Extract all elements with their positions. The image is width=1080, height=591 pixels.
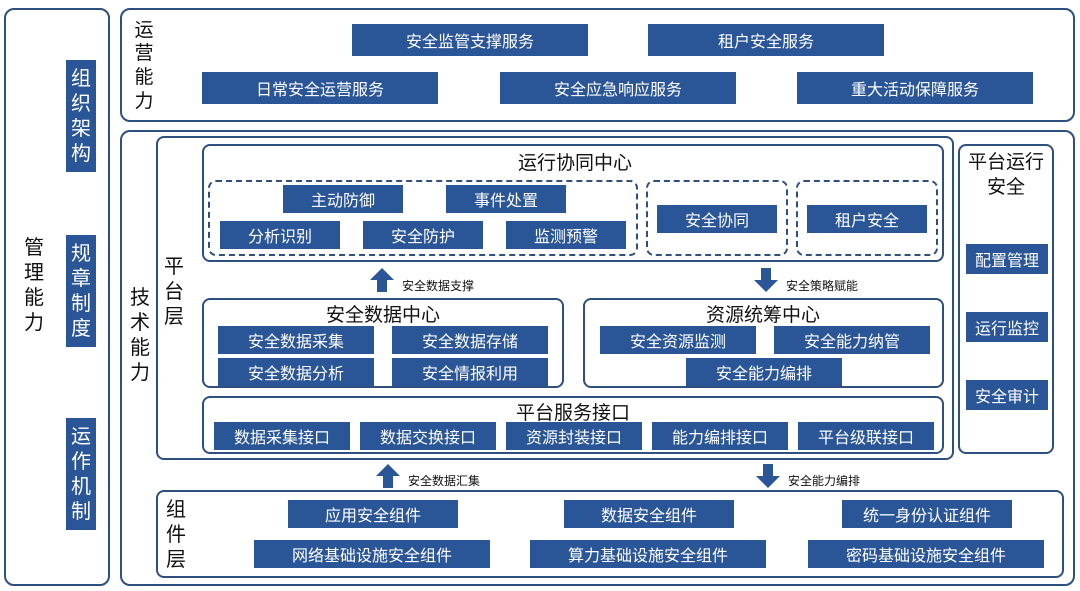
resource-center-title: 资源统筹中心 [705, 304, 820, 326]
service-box: 租户安全服务 [648, 24, 884, 56]
capability-manage-box: 安全能力纳管 [774, 326, 930, 354]
orchestrate-label: 安全能力编排 [788, 474, 861, 488]
data-security-component: 数据安全组件 [564, 500, 734, 528]
data-collect-label: 安全数据汇集 [408, 474, 481, 488]
ops-title: 运 营 能 力 [134, 18, 154, 112]
runtime-monitor-box: 运行监控 [966, 312, 1048, 342]
coordination-group-c [796, 180, 938, 256]
coordination-group-a [208, 180, 638, 256]
management-title: 管 理 能 力 [24, 235, 44, 334]
up-arrow-icon [370, 268, 394, 292]
tech-title: 技 术 能 力 [130, 285, 150, 384]
intel-use-box: 安全情报利用 [392, 358, 548, 386]
component-layer-label: 组 件 层 [166, 496, 186, 571]
service-box: 日常安全运营服务 [202, 72, 438, 104]
security-audit-box: 安全审计 [966, 380, 1048, 410]
identity-component: 统一身份认证组件 [842, 500, 1012, 528]
down-arrow-icon [754, 268, 778, 292]
protection-box: 安全防护 [363, 221, 483, 249]
active-defense-box: 主动防御 [283, 185, 403, 213]
coordination-title: 运行协同中心 [517, 152, 632, 174]
platform-layer-label: 平 台 层 [164, 253, 184, 328]
crypto-infra-component: 密码基础设施安全组件 [808, 540, 1044, 568]
security-collab-box: 安全协同 [657, 205, 777, 233]
interface-box: 数据采集接口 [214, 422, 350, 450]
coordination-group-b [646, 180, 788, 256]
analysis-box: 分析识别 [220, 221, 340, 249]
interface-box: 数据交换接口 [360, 422, 496, 450]
service-box: 重大活动保障服务 [797, 72, 1033, 104]
interface-box: 能力编排接口 [652, 422, 788, 450]
data-collection-box: 安全数据采集 [218, 326, 374, 354]
network-infra-component: 网络基础设施安全组件 [254, 540, 490, 568]
compute-infra-component: 算力基础设施安全组件 [530, 540, 766, 568]
data-support-label: 安全数据支撑 [402, 279, 475, 293]
ops-frame [120, 8, 1075, 122]
resource-monitor-box: 安全资源监测 [600, 326, 756, 354]
capability-orchestrate-box: 安全能力编排 [686, 358, 842, 386]
config-management-box: 配置管理 [966, 244, 1048, 274]
incident-handling-box: 事件处置 [446, 185, 566, 213]
service-box: 安全监管支撑服务 [352, 24, 588, 56]
up-arrow-icon [376, 464, 400, 488]
interface-box: 平台级联接口 [798, 422, 934, 450]
interfaces-title: 平台服务接口 [515, 402, 630, 424]
rules-box: 规 章 制 度 [66, 235, 96, 347]
mechanism-box: 运 作 机 制 [66, 418, 96, 530]
org-structure-box: 组 织 架 构 [66, 60, 96, 172]
data-storage-box: 安全数据存储 [392, 326, 548, 354]
monitoring-box: 监测预警 [506, 221, 626, 249]
data-center-title: 安全数据中心 [325, 304, 440, 326]
strategy-label: 安全策略赋能 [786, 279, 859, 293]
tenant-security-box: 租户安全 [807, 205, 927, 233]
interface-box: 资源封装接口 [506, 422, 642, 450]
platform-security-title: 平台运行 安全 [967, 151, 1044, 198]
data-analysis-box: 安全数据分析 [218, 358, 374, 386]
down-arrow-icon [756, 464, 780, 488]
app-security-component: 应用安全组件 [288, 500, 458, 528]
service-box: 安全应急响应服务 [500, 72, 736, 104]
